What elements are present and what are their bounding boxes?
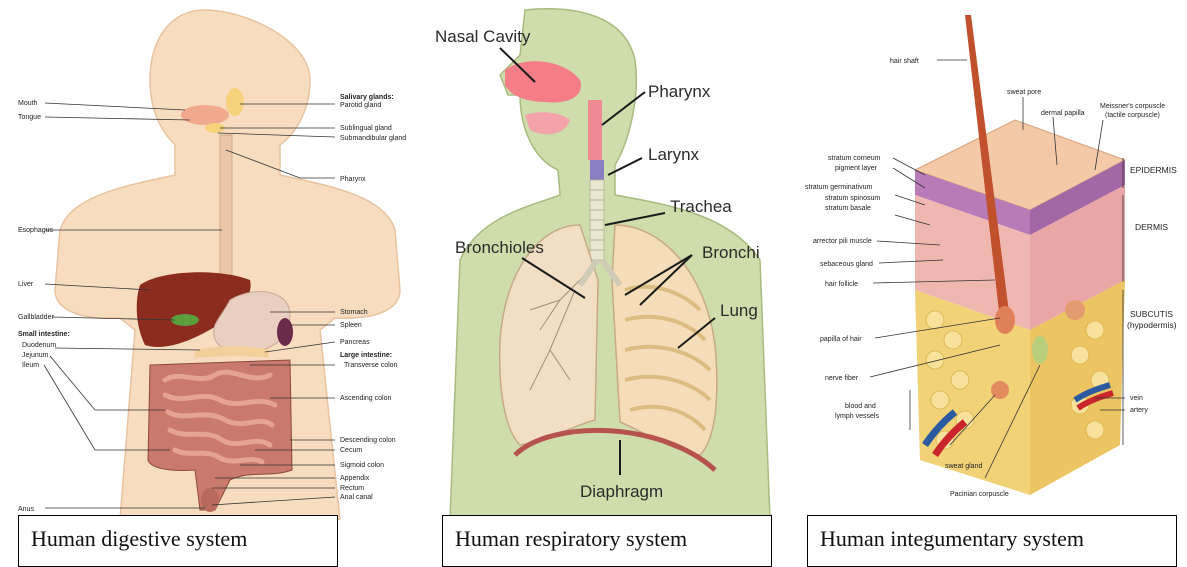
label-stratum-corneum: stratum corneum — [828, 155, 881, 162]
label-bronchioles: Bronchioles — [455, 238, 544, 257]
label-large-intestine: Large intestine: — [340, 352, 392, 359]
label-pharynx: Pharynx — [340, 176, 366, 183]
digestive-panel: Mouth Tongue Esophagus Liver Gallbladder… — [0, 0, 420, 567]
label-submandibular: Submandibular gland — [340, 135, 406, 142]
label-dermis: DERMIS — [1135, 222, 1168, 232]
integumentary-caption: Human integumentary system — [820, 526, 1084, 552]
label-stratum-germinativum: stratum germinativum — [805, 184, 872, 191]
label-nerve-fiber: nerve fiber — [825, 375, 859, 382]
label-stratum-spinosum: stratum spinosum — [825, 195, 880, 202]
label-appendix: Appendix — [340, 475, 370, 482]
label-papilla-of-hair: papilla of hair — [820, 336, 862, 343]
label-spleen: Spleen — [340, 322, 362, 329]
label-parotid: Parotid gland — [340, 102, 381, 109]
label-dermal-papilla: dermal papilla — [1041, 110, 1085, 117]
label-transverse: Transverse colon — [344, 362, 398, 369]
label-ascending: Ascending colon — [340, 395, 391, 402]
torso-silhouette — [450, 9, 770, 520]
label-tongue: Tongue — [18, 114, 41, 121]
label-diaphragm: Diaphragm — [580, 482, 663, 501]
label-hypodermis: (hypodermis) — [1127, 320, 1177, 330]
label-ileum: Ileum — [22, 362, 39, 369]
label-pharynx: Pharynx — [648, 82, 711, 101]
label-larynx: Larynx — [648, 145, 700, 164]
label-sublingual: Sublingual gland — [340, 125, 392, 132]
label-mouth: Mouth — [18, 100, 38, 107]
label-bronchi: Bronchi — [702, 243, 760, 262]
spleen-shape — [277, 318, 293, 346]
label-hair-shaft: hair shaft — [890, 58, 919, 65]
label-rectum: Rectum — [340, 485, 364, 492]
parotid-shape — [226, 88, 244, 116]
label-trachea: Trachea — [670, 197, 732, 216]
label-hair-follicle: hair follicle — [825, 281, 858, 288]
label-anus: Anus — [18, 506, 34, 513]
label-anal-canal: Anal canal — [340, 494, 373, 501]
label-subcutis: SUBCUTIS — [1130, 309, 1173, 319]
gallbladder-shape — [171, 314, 199, 326]
label-salivary: Salivary glands: — [340, 94, 394, 101]
label-blood: blood and — [845, 403, 876, 410]
pacinian-shape — [1032, 336, 1048, 364]
label-pancreas: Pancreas — [340, 339, 370, 346]
integumentary-caption-box: Human integumentary system — [807, 515, 1177, 567]
digestive-caption: Human digestive system — [31, 526, 247, 552]
label-artery: artery — [1130, 407, 1148, 414]
label-jejunum: Jejunum — [22, 352, 49, 359]
mouth-shape — [181, 105, 229, 125]
label-epidermis: EPIDERMIS — [1130, 165, 1177, 175]
label-esophagus: Esophagus — [18, 227, 54, 234]
digestive-caption-box: Human digestive system — [18, 515, 338, 567]
respiratory-caption-box: Human respiratory system — [442, 515, 772, 567]
label-sebaceous: sebaceous gland — [820, 261, 873, 268]
respiratory-panel: Nasal Cavity Pharynx Larynx Trachea Bron… — [430, 0, 790, 567]
label-pigment-layer: pigment layer — [835, 165, 878, 172]
label-sweat-gland: sweat gland — [945, 463, 982, 470]
hair-follicle-shape — [995, 306, 1015, 334]
label-vein: vein — [1130, 395, 1143, 402]
label-duodenum: Duodenum — [22, 342, 56, 349]
digestive-diagram: Mouth Tongue Esophagus Liver Gallbladder… — [0, 0, 420, 520]
label-lymph: lymph vessels — [835, 413, 879, 420]
label-cecum: Cecum — [340, 447, 362, 454]
label-meissner-tactile: (tactile corpuscle) — [1105, 112, 1160, 119]
label-stratum-basale: stratum basale — [825, 205, 871, 212]
pharynx-shape — [588, 100, 602, 160]
label-sweat-pore: sweat pore — [1007, 89, 1041, 96]
trachea-shape — [590, 180, 604, 260]
label-descending: Descending colon — [340, 437, 396, 444]
label-pacinian: Pacinian corpuscle — [950, 491, 1009, 498]
label-stomach: Stomach — [340, 309, 368, 316]
label-small-intestine: Small intestine: — [18, 331, 70, 338]
larynx-shape — [590, 160, 604, 180]
label-liver: Liver — [18, 281, 34, 288]
label-lung: Lung — [720, 301, 758, 320]
label-sigmoid: Sigmoid colon — [340, 462, 384, 469]
label-nasal-cavity: Nasal Cavity — [435, 27, 531, 46]
label-arrector: arrector pili muscle — [813, 238, 872, 245]
respiratory-caption: Human respiratory system — [455, 526, 687, 552]
integumentary-panel: hair shaft sweat pore dermal papilla Mei… — [795, 0, 1187, 567]
integumentary-diagram: hair shaft sweat pore dermal papilla Mei… — [795, 0, 1187, 520]
label-gallbladder: Gallbladder — [18, 314, 54, 321]
respiratory-diagram: Nasal Cavity Pharynx Larynx Trachea Bron… — [430, 0, 790, 520]
label-meissner: Meissner's corpuscle — [1100, 103, 1165, 110]
